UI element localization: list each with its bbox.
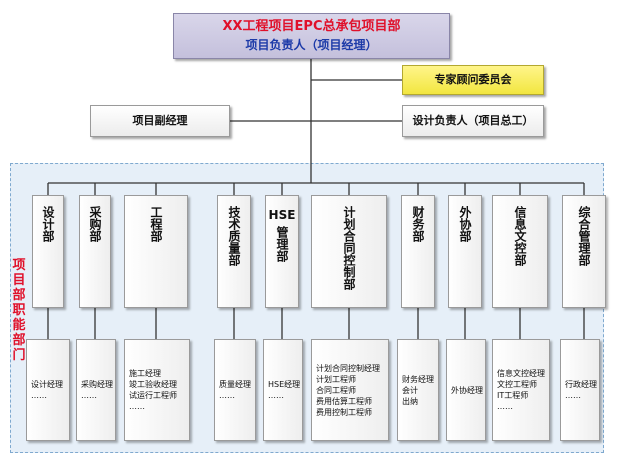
role-item: 会计 [402,385,418,395]
dept-name-rest: 管理部 [275,226,289,262]
dept-plan-contract: 计划合同控制部 [311,195,387,308]
role-item: 施工经理 [129,369,161,378]
roles-hse: HSE经理 …… [263,339,303,441]
role-item: HSE经理 [268,380,301,389]
dept-external: 外协部 [448,195,482,308]
role-item: 出纳 [402,396,418,406]
expert-committee-box: 专家顾问委员会 [402,65,544,95]
role-item: …… [497,402,513,411]
dept-technical-quality: 技术质量部 [217,195,251,308]
roles-design: 设计经理 …… [26,339,70,441]
role-item: 设计经理 [31,380,63,389]
dept-design: 设计部 [32,195,64,308]
role-item: IT工程师 [497,391,529,400]
roles-technical-quality: 质量经理 …… [214,339,256,441]
dept-info-doc: 信息文控部 [492,195,548,308]
dept-name-hse: HSE [268,208,296,222]
roles-procurement: 采购经理 …… [76,339,116,441]
dept-procurement: 采购部 [79,195,111,308]
dept-name: 设计部 [41,206,55,242]
roles-plan-contract: 计划合同控制经理 计划工程师 合同工程师 费用估算工程师 费用控制工程师 [311,339,389,441]
role-item: 外协经理 [451,385,483,395]
role-item: 试运行工程师 [129,391,177,400]
dept-name: 技术质量部 [227,206,241,266]
deputy-manager-box: 项目副经理 [90,105,230,137]
project-manager-label: 项目负责人（项目经理） [245,38,378,52]
dept-name: 计划合同控制部 [342,206,356,290]
role-item: 费用估算工程师 [316,396,372,406]
dept-name: 工程部 [149,206,163,242]
role-item: 行政经理 [565,380,597,389]
role-item: 文控工程师 [497,380,537,389]
role-item: 合同工程师 [316,385,356,395]
roles-general-admin: 行政经理 …… [560,339,600,441]
role-item: 财务经理 [402,374,434,384]
role-item: 费用控制工程师 [316,407,372,417]
role-item: 计划工程师 [316,374,356,384]
dept-name: 采购部 [88,206,102,242]
role-item: …… [268,391,284,400]
role-item: 采购经理 [81,380,113,389]
design-lead-box: 设计负责人（项目总工） [402,105,544,137]
role-item: 质量经理 [219,380,251,389]
role-item: 信息文控经理 [497,369,545,378]
dept-name: 信息文控部 [513,206,527,266]
role-item: …… [129,402,145,411]
roles-info-doc: 信息文控经理 文控工程师 IT工程师 …… [492,339,550,441]
roles-finance: 财务经理 会计 出纳 [397,339,439,441]
role-item: 计划合同控制经理 [316,363,380,373]
dept-hse: HSE 管理部 [265,195,299,308]
dept-engineering: 工程部 [124,195,188,308]
project-manager-box: XX工程项目EPC总承包项目部 项目负责人（项目经理） [173,13,450,59]
functional-departments-label: 项目部职能部门 [12,258,26,363]
role-item: …… [565,391,581,400]
project-title: XX工程项目EPC总承包项目部 [222,19,401,34]
roles-engineering: 施工经理 竣工验收经理 试运行工程师 …… [124,339,190,441]
role-item: …… [31,391,47,400]
role-item: …… [219,391,235,400]
dept-name: 综合管理部 [577,206,591,266]
roles-external: 外协经理 [446,339,486,441]
dept-name: 财务部 [411,206,425,242]
dept-general-admin: 综合管理部 [562,195,606,308]
role-item: …… [81,391,97,400]
dept-name: 外协部 [458,206,472,242]
dept-finance: 财务部 [401,195,435,308]
role-item: 竣工验收经理 [129,380,177,389]
